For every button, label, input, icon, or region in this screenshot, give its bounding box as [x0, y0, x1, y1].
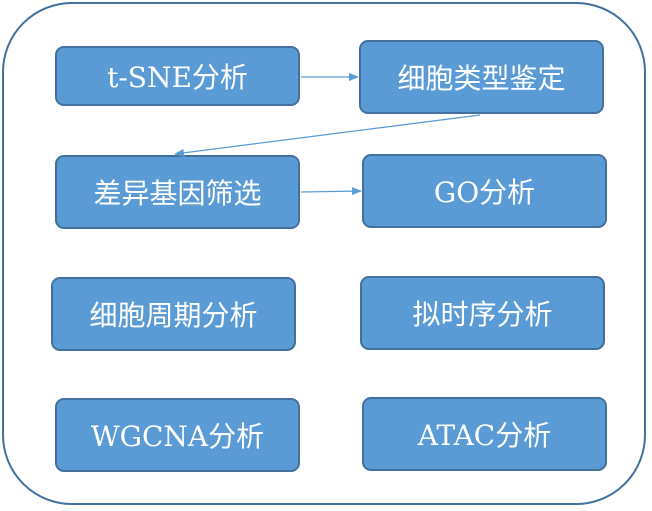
node-pseudotime-analysis[interactable]: 拟时序分析 — [360, 276, 605, 350]
node-atac-analysis[interactable]: ATAC分析 — [362, 397, 607, 471]
node-tsne[interactable]: t-SNE分析 — [55, 46, 300, 106]
outer-container — [2, 2, 646, 505]
node-go-analysis[interactable]: GO分析 — [362, 154, 607, 228]
node-differential-gene-screening[interactable]: 差异基因筛选 — [55, 155, 300, 229]
node-wgcna-analysis[interactable]: WGCNA分析 — [55, 398, 300, 472]
edge-deg-to-go — [300, 187, 362, 196]
node-cell-type-identification[interactable]: 细胞类型鉴定 — [359, 40, 604, 114]
node-cell-cycle-analysis[interactable]: 细胞周期分析 — [51, 277, 296, 351]
edge-celltype-to-deg — [174, 114, 481, 157]
